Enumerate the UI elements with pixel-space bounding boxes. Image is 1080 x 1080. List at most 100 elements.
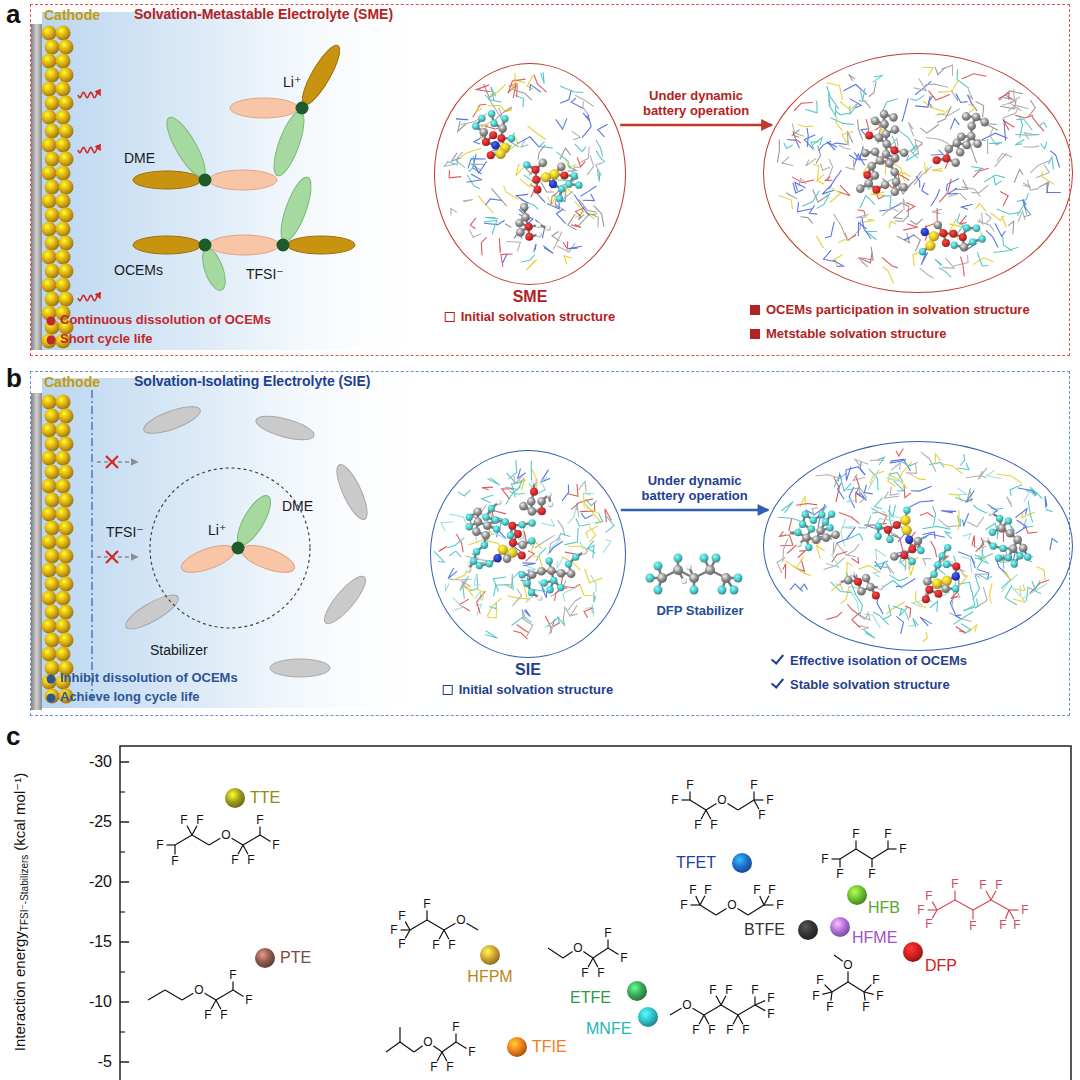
solvent-molecule — [978, 574, 992, 579]
barrier-line — [91, 390, 93, 700]
solvent-molecule — [1023, 146, 1039, 147]
solvent-molecule — [989, 583, 992, 603]
bond — [738, 908, 748, 915]
cathode-particle — [42, 619, 57, 634]
panel-letter: c — [6, 722, 20, 752]
atom-ball — [498, 124, 507, 133]
solvent-molecule — [961, 623, 971, 634]
solvent-molecule — [856, 476, 860, 493]
solvent-molecule — [817, 174, 825, 184]
minor-tick — [120, 791, 125, 792]
solvent-molecule — [1023, 583, 1047, 598]
solvent-molecule — [556, 118, 567, 129]
solvent-molecule — [1030, 487, 1043, 499]
skeletal-formula — [401, 911, 479, 940]
atom-ball — [893, 521, 901, 529]
solvent-molecule — [1004, 119, 1006, 141]
cathode-particle — [59, 633, 74, 648]
structure-name: SIE — [515, 661, 541, 679]
solvent-molecule — [779, 196, 793, 210]
solvent-molecule — [1020, 117, 1023, 138]
solvent-molecule — [838, 240, 850, 243]
solvent-molecule — [925, 84, 948, 87]
species-label: TFSI⁻ — [106, 524, 144, 540]
solvent-molecule — [939, 268, 951, 278]
atom-ball — [516, 228, 525, 237]
solvent-molecule — [864, 485, 872, 494]
solvent-molecule — [605, 514, 614, 532]
atom-ball — [812, 535, 821, 544]
cathode-particle — [42, 395, 57, 410]
bond — [825, 985, 832, 992]
bond — [583, 952, 593, 958]
solvent-molecule — [481, 512, 493, 521]
cathode-particle — [42, 278, 57, 293]
solvent-molecule — [843, 85, 866, 95]
atom-ball — [532, 176, 540, 184]
stabilizer-molecule — [254, 412, 317, 445]
bullet-text: Stable solvation structure — [790, 677, 950, 692]
atom-ball — [990, 542, 997, 549]
solvent-molecule — [894, 210, 903, 219]
bond — [755, 1005, 765, 1011]
species-label: TFSI⁻ — [246, 266, 284, 282]
solvent-molecule — [549, 541, 563, 553]
atom-symbol: F — [726, 1024, 733, 1036]
atom-symbol: F — [1021, 904, 1028, 916]
square-marker — [750, 329, 760, 339]
atom-symbol: F — [671, 794, 678, 806]
solvent-molecule — [847, 604, 860, 616]
solvent-wireframe — [777, 65, 1060, 283]
solvent-molecule — [463, 576, 469, 598]
solvent-molecule — [524, 565, 535, 570]
solvent-molecule — [1015, 134, 1039, 136]
atom-ball — [493, 554, 501, 562]
bullet-note: Continuous dissolution of OCEMs — [60, 313, 271, 328]
solvent-molecule — [1003, 107, 1018, 118]
bond — [232, 838, 243, 845]
solvent-molecule — [557, 534, 570, 541]
solvent-molecule — [439, 546, 447, 551]
bond — [1009, 909, 1019, 910]
bond — [872, 849, 888, 859]
atom-ball — [538, 507, 546, 515]
atom-ball — [826, 524, 833, 531]
ball-stick-molecule — [466, 499, 510, 572]
solvent-molecule — [584, 493, 598, 513]
cathode-particle — [56, 591, 71, 606]
atom-ball — [528, 537, 535, 544]
atom-ball — [734, 574, 743, 583]
solvent-molecule — [451, 208, 457, 215]
solvent-molecule — [888, 505, 896, 517]
bullet-text: Initial solvation structure — [461, 309, 616, 324]
plot-frame — [120, 746, 1071, 1080]
solvent-molecule — [782, 157, 793, 166]
solvent-molecule — [827, 86, 839, 109]
atom-symbol: F — [925, 918, 932, 930]
atom-ball — [557, 163, 566, 172]
cathode-particle — [59, 493, 74, 508]
solvent-molecule — [1022, 512, 1035, 518]
solvent-molecule — [860, 462, 865, 475]
solvent-molecule — [893, 606, 909, 621]
solvent-molecule — [806, 158, 816, 166]
solvent-molecule — [1028, 501, 1033, 523]
solvent-molecule — [949, 494, 962, 502]
dissolution-arrow — [78, 295, 100, 300]
atom-ball — [828, 510, 835, 517]
atom-ball — [472, 527, 481, 536]
solvent-molecule — [910, 219, 923, 225]
solvent-molecule — [1042, 171, 1054, 185]
solvent-molecule — [575, 144, 586, 152]
cathode-particle — [45, 437, 60, 452]
atom-symbol: F — [750, 779, 757, 791]
solvent-molecule — [850, 99, 862, 108]
bond — [973, 900, 991, 910]
solvent-molecule — [577, 157, 585, 166]
reaction-arrow — [621, 509, 769, 512]
atom-ball — [908, 558, 915, 565]
tfsi-anion — [238, 540, 297, 578]
bullet-item: Effective isolation of OCEMs — [772, 652, 967, 668]
bond — [991, 900, 1009, 910]
skeletal-formula — [548, 940, 618, 968]
